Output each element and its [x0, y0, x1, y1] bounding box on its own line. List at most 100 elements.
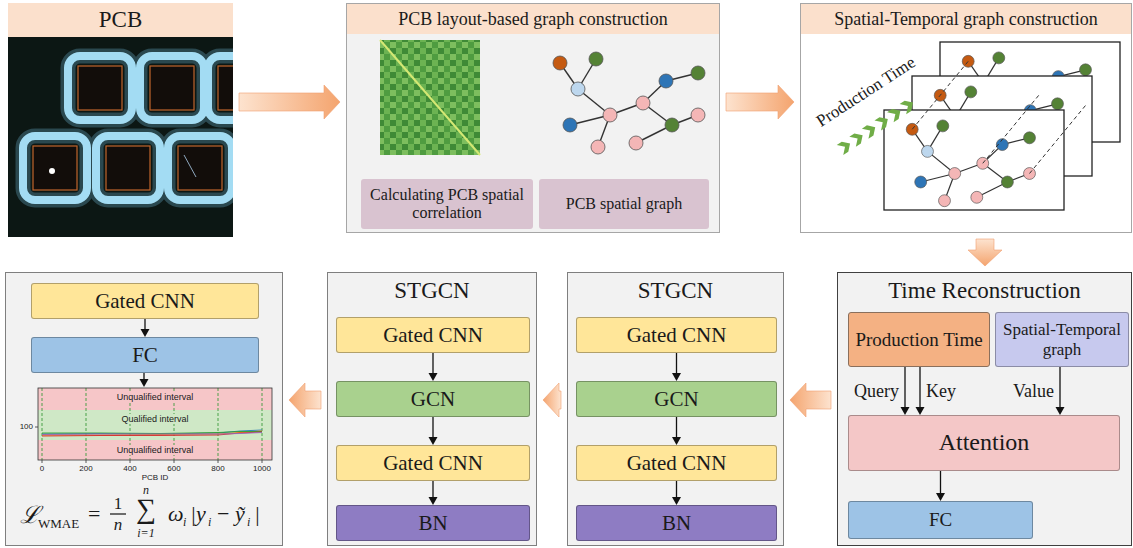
yield-chart-part-part [42, 433, 262, 435]
formula-symbol: ∑ [136, 495, 156, 523]
box-label: Gated CNN [90, 289, 200, 313]
panel-title: Time Reconstruction [838, 273, 1131, 304]
input-panel: PCB [8, 3, 233, 237]
temporal-planes-part-part [1030, 106, 1086, 174]
time-chevrons-part [887, 106, 904, 123]
correlation-heatmap-part [380, 40, 480, 155]
label-slot: Unqualified interval [115, 392, 196, 402]
yield-chart-part-part [86, 460, 87, 463]
chart-label: Unqualified interval [115, 445, 196, 455]
formula-symbol: i=1 [137, 527, 154, 539]
layer-box: Gated CNN [336, 445, 530, 481]
yield-chart-part-part [262, 388, 263, 460]
flow-arrow-shape [239, 85, 340, 119]
layer-box: FC [848, 501, 1033, 539]
module-panel: Time ReconstructionProduction TimeSpatia… [837, 272, 1132, 546]
yield-chart-part-part [218, 388, 219, 460]
connector-line [432, 481, 433, 498]
box-label: Gated CNN [622, 323, 732, 347]
label-slot: n [114, 516, 123, 533]
time-chevrons-part [849, 130, 866, 147]
pcb-photo-part [23, 56, 233, 200]
label-slot: 100 [20, 422, 33, 431]
formula-symbol: − [217, 503, 229, 525]
pcb-photo-part-part [23, 136, 87, 200]
temporal-planes-part-part [983, 95, 1039, 163]
tick-label: 400 [123, 464, 136, 473]
connector [1056, 367, 1065, 415]
panel-title: STGCN [568, 273, 783, 304]
spatial-graph [553, 52, 705, 154]
stage-panel: PCB layout-based graph constructionCalcu… [346, 3, 720, 233]
formula-symbol: ω [168, 503, 184, 525]
correlation-heatmap [380, 40, 480, 155]
temporal-planes-part [912, 61, 1085, 173]
pcb-photo-part-part [96, 136, 160, 200]
pcb-photo-part-part [23, 136, 87, 200]
yield-chart-part-part [86, 388, 87, 460]
label-slot: ℒ [20, 503, 40, 527]
formula-symbol: 1 [114, 495, 123, 512]
stage-panel: Spatial-Temporal graph construction [800, 3, 1132, 233]
pcb-photo-part-part [33, 146, 77, 190]
flow-arrow [543, 383, 561, 417]
arrow-head [141, 329, 150, 337]
yield-chart-part-part [42, 460, 43, 463]
formula-symbol: i [208, 516, 211, 528]
temporal-planes [884, 42, 1120, 210]
layer-box: BN [336, 505, 530, 541]
pcb-photo-part [184, 155, 196, 177]
label-slot: ω [168, 503, 184, 525]
label-slot: Query [854, 381, 899, 402]
box-label: Attention [934, 429, 1035, 457]
box-label: PCB spatial graph [561, 195, 687, 213]
yield-chart-part [42, 430, 262, 436]
box-label: GCN [406, 387, 460, 411]
layer-box: Gated CNN [336, 317, 530, 353]
box-label: FC [127, 343, 163, 367]
label-slot: 1000 [253, 464, 271, 473]
pcb-photo-part-part [178, 146, 222, 190]
yield-chart-part [38, 440, 272, 460]
formula-symbol: ỹ [235, 503, 245, 525]
label-slot: ∑ [136, 495, 156, 523]
connector [672, 481, 681, 505]
connector-line [432, 417, 433, 438]
label-slot: − [217, 503, 229, 525]
tick-label: 800 [211, 464, 224, 473]
box-label: Gated CNN [622, 451, 732, 475]
formula-symbol: WMAE [38, 517, 79, 530]
flow-arrow-shape [790, 383, 831, 417]
yield-chart [35, 388, 272, 463]
label-slot: i=1 [137, 527, 154, 539]
label-slot: ỹ [235, 503, 245, 525]
arrow-head [916, 407, 925, 415]
flow-arrow-shape [543, 383, 561, 417]
label-slot: PCB ID [142, 473, 169, 482]
yield-chart-part-part [174, 460, 175, 463]
formula-symbol: i [247, 516, 250, 528]
panel-title: STGCN [328, 273, 536, 304]
label-slot: 400 [123, 464, 136, 473]
flow-arrow [726, 85, 794, 119]
label-slot: Qualified interval [119, 414, 190, 424]
label-slot: |y [190, 503, 206, 525]
attention-box: Attention [848, 415, 1120, 471]
pcb-photo-part-part [106, 146, 150, 190]
connector-line [432, 353, 433, 374]
panel-grounds-part [800, 3, 1132, 233]
time-chevrons-part [900, 98, 917, 115]
connector-line [676, 353, 677, 374]
edge-label: Value [1013, 381, 1054, 402]
panel-grounds-part [567, 272, 784, 546]
pcb-photo-part-part [68, 56, 132, 120]
connector-line [144, 319, 145, 330]
label-slot: Value [1013, 381, 1054, 402]
label-slot: 800 [211, 464, 224, 473]
pcb-photo-part [33, 66, 233, 190]
input-box: Production Time [848, 312, 990, 367]
box-label: Production Time [850, 329, 987, 351]
arrow-head [672, 437, 681, 445]
yield-chart-part-part [42, 431, 262, 435]
yield-chart-part-part [218, 460, 219, 463]
